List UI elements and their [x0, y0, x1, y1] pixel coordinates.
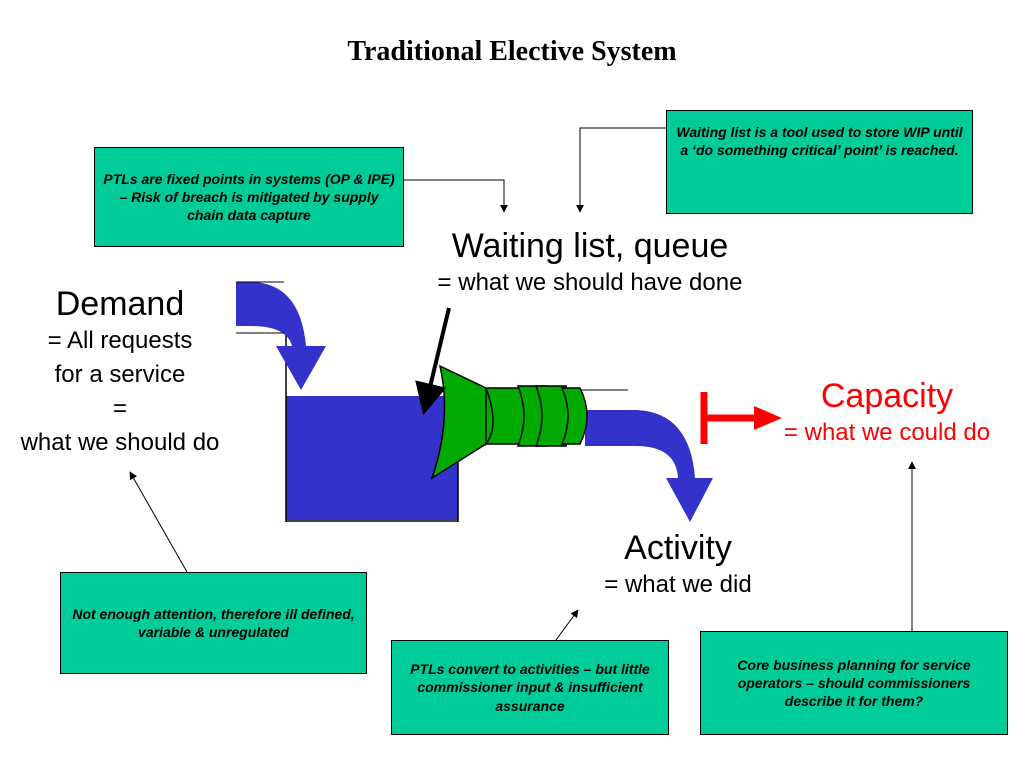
- capacity-sub: = what we could do: [783, 419, 991, 446]
- waiting-list-label: Waiting list, queue = what we should hav…: [380, 226, 800, 300]
- note-ptls-convert: PTLs convert to activities – but little …: [391, 640, 669, 735]
- note-waiting-list-tool: Waiting list is a tool used to store WIP…: [666, 110, 973, 214]
- waiting-list-sub: = what we should have done: [437, 269, 743, 296]
- outflow-arrow: [585, 410, 713, 522]
- activity-label: Activity = what we did: [548, 528, 808, 602]
- note-ptl-fixed-points: PTLs are fixed points in systems (OP & I…: [94, 147, 404, 247]
- page-title: Traditional Elective System: [347, 36, 677, 67]
- demand-inflow-arrow: [236, 282, 326, 390]
- waiting-list-heading: Waiting list, queue: [451, 227, 729, 265]
- funnel-segment-1: [485, 387, 494, 447]
- demand-line-4: what we should do: [20, 429, 220, 456]
- demand-line-2: for a service: [54, 361, 186, 388]
- funnel-segment-4: [560, 387, 588, 445]
- capacity-label: Capacity = what we could do: [752, 376, 1022, 450]
- note-not-enough-attention: Not enough attention, therefore ill defi…: [60, 572, 367, 674]
- activity-sub: = what we did: [604, 571, 752, 598]
- not-enough-connector: [129, 471, 188, 573]
- demand-heading: Demand: [55, 285, 185, 323]
- demand-line-1: = All requests: [47, 327, 193, 354]
- queue-tank: [286, 396, 458, 520]
- demand-line-3: =: [112, 395, 127, 422]
- note-core-business: Core business planning for service opera…: [700, 631, 1008, 735]
- waiting-tool-connector: [576, 127, 666, 213]
- ptl-convert-connector: [555, 609, 579, 641]
- ptl-fixed-connector: [404, 179, 508, 213]
- capacity-arrow-head: [754, 406, 782, 430]
- activity-heading: Activity: [624, 529, 732, 567]
- waiting-pointer-arrow: [415, 307, 451, 416]
- demand-label: Demand = All requests for a service = wh…: [0, 284, 240, 460]
- capacity-heading: Capacity: [820, 377, 954, 415]
